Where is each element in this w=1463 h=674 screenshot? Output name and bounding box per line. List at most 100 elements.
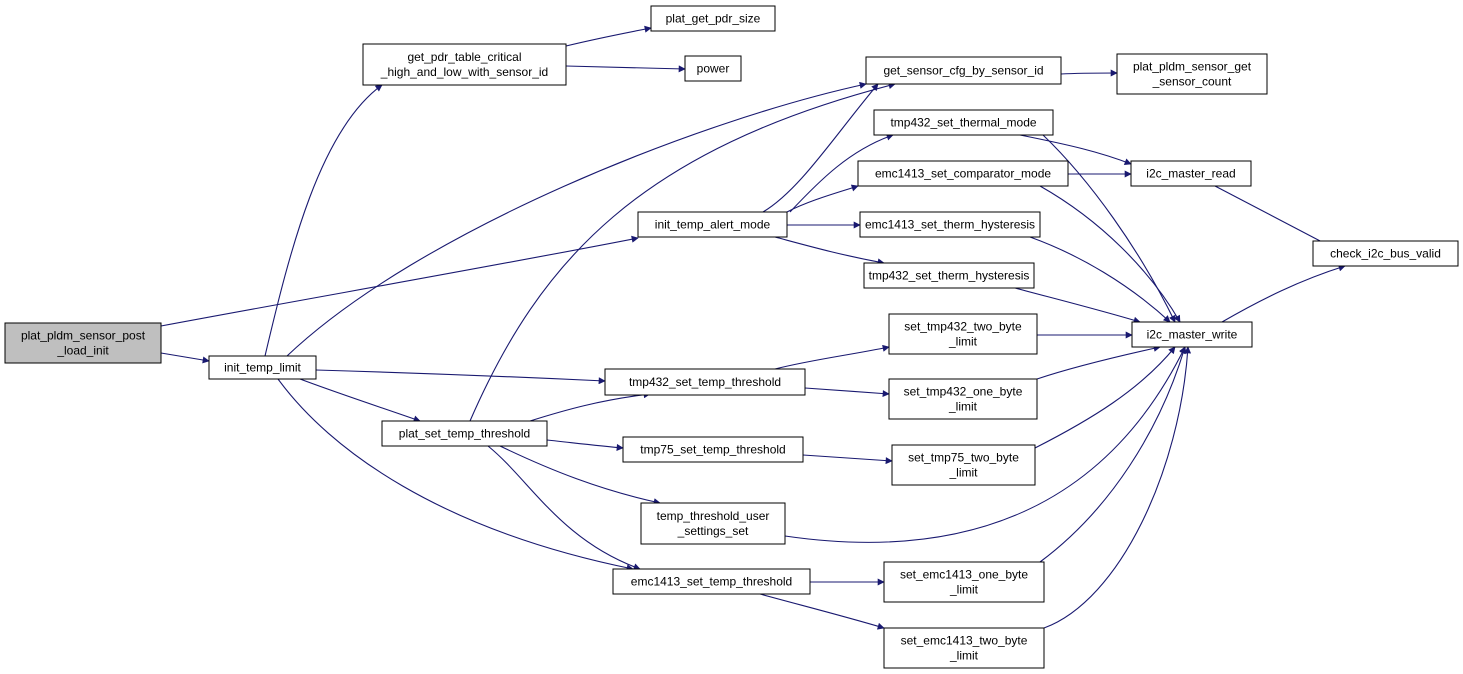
node-get-pdr[interactable]: get_pdr_table_critical_high_and_low_with… — [362, 43, 567, 86]
edge-tmp432_one-to-i2c_write — [1036, 344, 1161, 380]
node-init-temp-limit[interactable]: init_temp_limit — [208, 355, 317, 380]
node-box — [381, 420, 548, 447]
node-user-set[interactable]: temp_threshold_user_settings_set — [640, 502, 786, 545]
node-label: emc1413_set_temp_threshold — [631, 575, 792, 589]
node-label: temp_threshold_user — [657, 509, 770, 523]
edge-plat_set_thr-to-user_set — [499, 445, 661, 506]
node-box — [604, 368, 806, 396]
edge-emc_thr-to-emc_two — [759, 593, 885, 630]
node-box — [883, 627, 1045, 669]
edge-plat_set_thr-to-tmp432_thr — [529, 391, 651, 422]
node-label: plat_set_temp_threshold — [399, 427, 530, 441]
node-label: plat_pldm_sensor_get — [1133, 60, 1252, 74]
node-box — [883, 561, 1045, 603]
node-tmp432-thr[interactable]: tmp432_set_temp_threshold — [604, 368, 806, 396]
edge-plat_set_thr-to-get_sensor_cfg — [469, 82, 896, 422]
edge-get_pdr-to-plat_get_pdr_size — [565, 25, 652, 47]
node-label: _load_init — [56, 344, 109, 358]
node-init-alert[interactable]: init_temp_alert_mode — [637, 211, 788, 238]
node-label: _limit — [948, 400, 978, 414]
node-label: set_emc1413_two_byte — [901, 634, 1028, 648]
node-label: check_i2c_bus_valid — [1330, 247, 1441, 261]
node-label: plat_pldm_sensor_post — [21, 329, 146, 343]
node-box — [684, 55, 742, 82]
node-label: _sensor_count — [1152, 75, 1232, 89]
node-emc-one[interactable]: set_emc1413_one_byte_limit — [883, 561, 1045, 603]
node-box — [622, 436, 804, 463]
node-label: power — [697, 62, 730, 76]
edge-user_set-to-i2c_write — [784, 346, 1186, 543]
node-i2c-read[interactable]: i2c_master_read — [1130, 160, 1252, 187]
node-label: i2c_master_read — [1146, 167, 1235, 181]
node-label: tmp75_set_temp_threshold — [640, 443, 785, 457]
edge-tmp432_thermal-to-i2c_write — [1042, 134, 1176, 323]
node-box — [1312, 240, 1459, 267]
node-i2c-write[interactable]: i2c_master_write — [1131, 321, 1253, 348]
edge-tmp432_hyst-to-i2c_write — [1014, 287, 1141, 324]
node-label: set_emc1413_one_byte — [900, 568, 1028, 582]
edge-init_temp_limit-to-get_pdr — [264, 84, 383, 357]
node-box — [4, 322, 162, 364]
node-sensor-count[interactable]: plat_pldm_sensor_get_sensor_count — [1116, 53, 1268, 95]
node-root[interactable]: plat_pldm_sensor_post_load_init — [4, 322, 162, 364]
edge-init_alert-to-get_sensor_cfg — [762, 83, 879, 213]
node-tmp75-thr[interactable]: tmp75_set_temp_threshold — [622, 436, 804, 463]
node-label: set_tmp75_two_byte — [908, 451, 1019, 465]
edge-emc_two-to-i2c_write — [1043, 346, 1192, 629]
node-label: _limit — [948, 466, 978, 480]
node-box — [888, 313, 1038, 355]
edge-init_alert-to-tmp432_thermal — [789, 133, 894, 213]
node-box — [637, 211, 788, 238]
node-tmp75-two[interactable]: set_tmp75_two_byte_limit — [891, 444, 1036, 486]
node-emc-hyst[interactable]: emc1413_set_therm_hysteresis — [859, 211, 1041, 238]
node-box — [891, 444, 1036, 486]
node-get-sensor-cfg[interactable]: get_sensor_cfg_by_sensor_id — [865, 56, 1062, 85]
node-label: tmp432_set_temp_threshold — [629, 375, 781, 389]
node-box — [362, 43, 567, 86]
node-box — [1130, 160, 1252, 187]
node-plat-set-thr[interactable]: plat_set_temp_threshold — [381, 420, 548, 447]
edge-root-to-init_temp_limit — [160, 352, 210, 364]
node-check-bus[interactable]: check_i2c_bus_valid — [1312, 240, 1459, 267]
node-box — [208, 355, 317, 380]
edge-get_sensor_cfg-to-sensor_count — [1060, 69, 1118, 77]
node-label: emc1413_set_comparator_mode — [875, 167, 1051, 181]
edge-root-to-init_alert — [160, 235, 639, 327]
node-label: i2c_master_write — [1147, 328, 1238, 342]
edge-i2c_write-to-check_bus — [1221, 264, 1346, 323]
node-box — [888, 378, 1038, 420]
node-label: init_temp_limit — [224, 361, 301, 375]
node-label: emc1413_set_therm_hysteresis — [865, 218, 1035, 232]
edge-tmp75_thr-to-tmp75_two — [802, 454, 893, 465]
node-emc-comp[interactable]: emc1413_set_comparator_mode — [857, 160, 1069, 187]
node-emc-thr[interactable]: emc1413_set_temp_threshold — [612, 568, 811, 595]
node-tmp432-two[interactable]: set_tmp432_two_byte_limit — [888, 313, 1038, 355]
node-box — [873, 109, 1054, 136]
edge-init_alert-to-tmp432_hyst — [774, 236, 885, 266]
edge-tmp432_thr-to-tmp432_one — [804, 387, 890, 398]
edge-init_temp_limit-to-emc_thr — [277, 378, 634, 572]
node-tmp432-hyst[interactable]: tmp432_set_therm_hysteresis — [863, 262, 1035, 289]
node-label: _limit — [948, 335, 978, 349]
node-plat-get-pdr-size[interactable]: plat_get_pdr_size — [650, 5, 776, 32]
node-box — [863, 262, 1035, 289]
node-emc-two[interactable]: set_emc1413_two_byte_limit — [883, 627, 1045, 669]
node-power[interactable]: power — [684, 55, 742, 82]
node-label: get_pdr_table_critical — [407, 50, 521, 64]
edge-plat_set_thr-to-tmp75_thr — [546, 439, 624, 451]
node-label: _settings_set — [677, 524, 749, 538]
edge-tmp432_thr-to-tmp432_two — [774, 344, 890, 370]
node-tmp432-one[interactable]: set_tmp432_one_byte_limit — [888, 378, 1038, 420]
edge-emc_hyst-to-i2c_write — [1029, 236, 1171, 323]
node-label: init_temp_alert_mode — [655, 218, 771, 232]
node-box — [859, 211, 1041, 238]
node-label: _high_and_low_with_sensor_id — [380, 65, 548, 79]
node-tmp432-thermal[interactable]: tmp432_set_thermal_mode — [873, 109, 1054, 136]
node-box — [650, 5, 776, 32]
edge-init_alert-to-emc_comp — [786, 184, 859, 213]
edge-tmp75_two-to-i2c_write — [1034, 346, 1176, 449]
node-label: plat_get_pdr_size — [666, 12, 761, 26]
edge-emc_one-to-i2c_write — [1039, 346, 1187, 563]
node-label: _limit — [949, 583, 979, 597]
node-box — [612, 568, 811, 595]
